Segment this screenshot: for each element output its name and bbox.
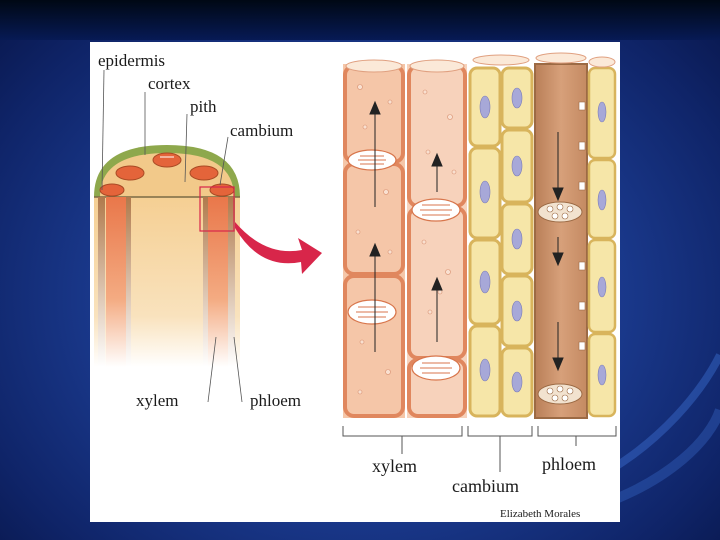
label-cambium-bottom: cambium — [452, 476, 519, 496]
diagram-panel: epidermis cortex pith cambium xylem phlo… — [90, 42, 620, 522]
label-phloem-bottom: phloem — [542, 454, 596, 474]
tissue-brackets — [342, 426, 617, 472]
label-xylem-left: xylem — [136, 391, 179, 410]
label-epidermis: epidermis — [98, 51, 165, 70]
label-pith: pith — [190, 97, 217, 116]
label-cambium-top: cambium — [230, 121, 293, 140]
zoom-highlight-box — [199, 186, 235, 232]
stem-section — [94, 69, 243, 403]
stem-diagram: epidermis cortex pith cambium xylem phlo… — [94, 51, 617, 520]
zoom-arrow — [235, 222, 322, 274]
label-xylem-bottom: xylem — [372, 456, 417, 476]
credit-text: Elizabeth Morales — [500, 508, 580, 520]
label-cortex: cortex — [148, 74, 191, 93]
label-phloem-left: phloem — [250, 391, 301, 410]
top-band — [0, 0, 720, 40]
tissue-magnified — [343, 52, 617, 419]
